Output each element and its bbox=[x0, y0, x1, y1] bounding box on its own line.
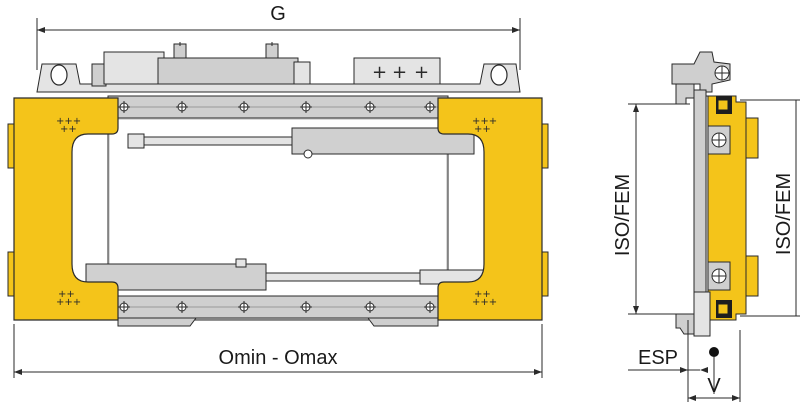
bolt-icon bbox=[300, 301, 312, 313]
bolt-icon bbox=[238, 101, 250, 113]
rail-bolts bbox=[118, 101, 436, 313]
svg-text:++: ++ bbox=[474, 289, 491, 300]
v-label: V bbox=[707, 375, 721, 397]
iso-fem-right-label: ISO/FEM bbox=[773, 173, 795, 255]
front-view: G + + + bbox=[7, 3, 549, 378]
svg-text:+++: +++ bbox=[472, 297, 497, 308]
dimension-iso-fem-left: ISO/FEM bbox=[612, 103, 690, 315]
svg-text:++: ++ bbox=[474, 124, 491, 135]
side-plate bbox=[693, 89, 707, 321]
svg-text:+: + bbox=[392, 62, 407, 83]
bolt-icon bbox=[238, 301, 250, 313]
esp-label: ESP bbox=[638, 347, 678, 369]
bolt-icon bbox=[118, 101, 130, 113]
dimension-iso-fem-right: ISO/FEM bbox=[740, 99, 800, 317]
svg-text:+: + bbox=[414, 62, 429, 83]
bolt-icon bbox=[364, 301, 376, 313]
bolt-icon bbox=[424, 301, 436, 313]
side-bolt-upper bbox=[707, 125, 731, 155]
dimension-g-label: G bbox=[270, 3, 286, 25]
svg-text:++: ++ bbox=[58, 289, 75, 300]
bolt-icon bbox=[118, 301, 130, 313]
svg-text:++: ++ bbox=[60, 124, 77, 135]
bolt-icon bbox=[176, 301, 188, 313]
svg-text:+++: +++ bbox=[472, 116, 497, 127]
center-of-gravity-icon bbox=[709, 347, 719, 357]
svg-text:+: + bbox=[372, 62, 387, 83]
iso-fem-left-label: ISO/FEM bbox=[612, 174, 634, 256]
bolt-icon bbox=[300, 101, 312, 113]
svg-text:+++: +++ bbox=[56, 297, 81, 308]
right-fork-carrier: +++ ++ ++ +++ bbox=[437, 97, 549, 321]
dimension-omin-omax: Omin - Omax bbox=[13, 324, 543, 378]
lower-hook bbox=[675, 291, 711, 337]
bolt-icon bbox=[424, 101, 436, 113]
dimension-esp-v: ESP V bbox=[628, 320, 741, 402]
upper-rod bbox=[127, 127, 475, 159]
left-fork-carrier: +++ ++ ++ +++ bbox=[7, 97, 119, 321]
side-bolt-lower bbox=[707, 261, 731, 291]
svg-text:+++: +++ bbox=[56, 116, 81, 127]
top-mount-plate bbox=[36, 63, 521, 93]
upper-hook bbox=[671, 51, 731, 105]
bolt-icon bbox=[176, 101, 188, 113]
dimension-g: G bbox=[36, 3, 521, 70]
dimension-omin-omax-label: Omin - Omax bbox=[219, 347, 338, 369]
upper-cylinder: + + + bbox=[91, 42, 441, 87]
bolt-icon bbox=[364, 101, 376, 113]
side-view: ISO/FEM ISO/FEM bbox=[612, 51, 800, 402]
